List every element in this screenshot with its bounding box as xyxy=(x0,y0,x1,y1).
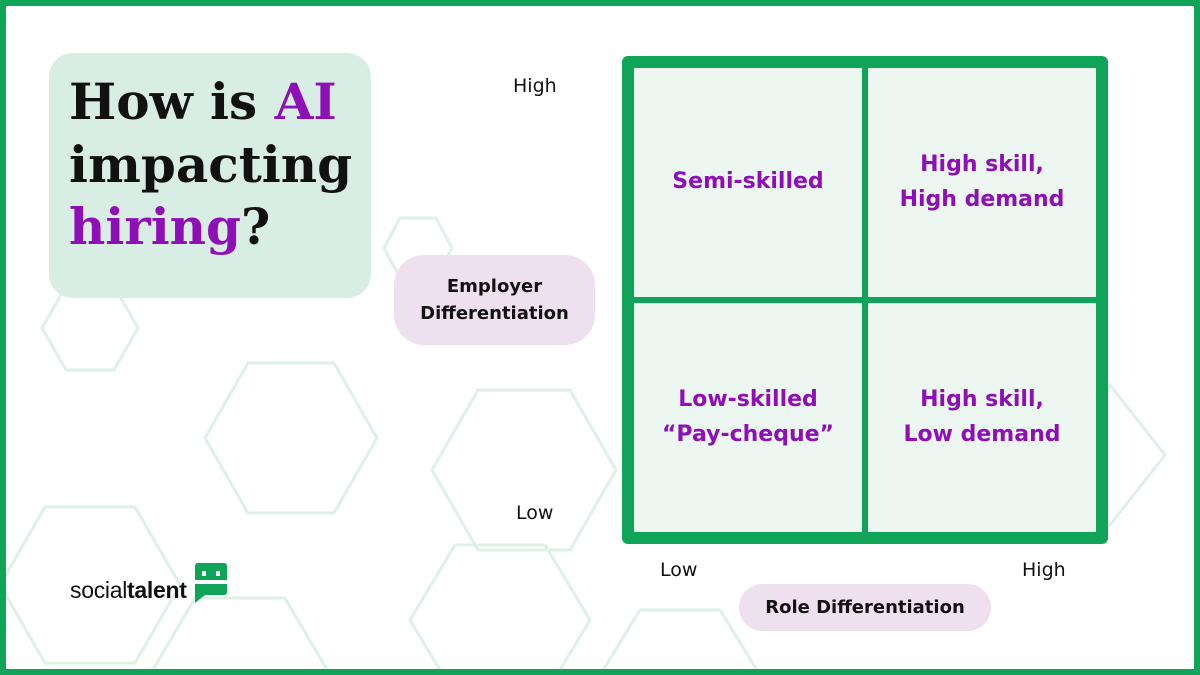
title-line-3: hiring? xyxy=(69,197,271,256)
quadrant-bottom-left: Low-skilled “Pay-cheque” xyxy=(634,303,862,532)
quadrant-top-right: High skill, High demand xyxy=(868,68,1096,297)
y-axis-label: Employer Differentiation xyxy=(394,255,595,345)
title-accent-hiring: hiring xyxy=(69,197,241,256)
y-axis-low-label: Low xyxy=(516,502,554,524)
logo-wordmark: socialtalent xyxy=(70,577,187,603)
quadrant-top-left: Semi-skilled xyxy=(634,68,862,297)
title-accent-ai: AI xyxy=(274,72,337,131)
x-axis-label: Role Differentiation xyxy=(739,584,991,631)
quadrant-bottom-right: High skill, Low demand xyxy=(868,303,1096,532)
socialtalent-logo: socialtalent xyxy=(70,562,229,603)
x-axis-low-label: Low xyxy=(660,559,698,581)
speech-bubble-logo-icon xyxy=(194,563,227,603)
title-card: How is AI impacting hiring? xyxy=(49,53,371,298)
y-axis-high-label: High xyxy=(513,75,557,97)
title-line-2: impacting xyxy=(69,134,353,194)
title-line-1: How is AI xyxy=(69,72,337,131)
quadrant-matrix: Semi-skilled High skill, High demand Low… xyxy=(622,56,1108,544)
x-axis-high-label: High xyxy=(1022,559,1066,581)
